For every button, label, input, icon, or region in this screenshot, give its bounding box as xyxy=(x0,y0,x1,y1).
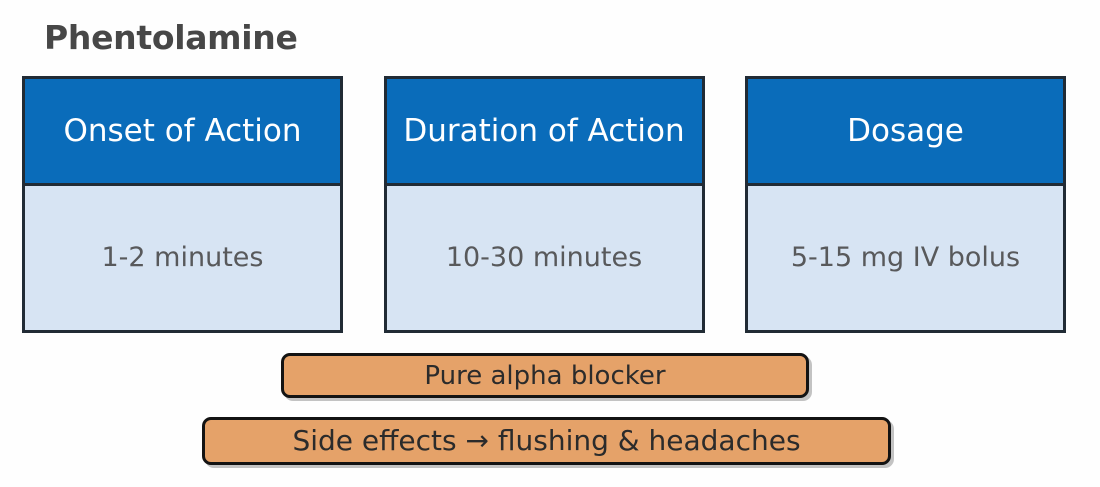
card-body-label: 10-30 minutes xyxy=(445,242,643,273)
card-row: Onset of Action 1-2 minutes Duration of … xyxy=(22,76,1066,333)
card-body-duration-of-action: 10-30 minutes xyxy=(386,186,702,330)
pill-side-effects: Side effects → flushing & headaches xyxy=(202,417,891,465)
card-header-dosage: Dosage xyxy=(748,79,1063,186)
card-header-label: Onset of Action xyxy=(63,113,302,149)
card-dosage: Dosage 5-15 mg IV bolus xyxy=(745,76,1066,333)
pill-label: Pure alpha blocker xyxy=(424,360,666,391)
card-body-onset-of-action: 1-2 minutes xyxy=(25,186,340,330)
card-header-onset-of-action: Onset of Action xyxy=(25,79,340,186)
card-header-label: Duration of Action xyxy=(403,113,685,149)
pill-pure-alpha-blocker: Pure alpha blocker xyxy=(281,353,809,398)
card-duration-of-action: Duration of Action 10-30 minutes xyxy=(383,76,705,333)
pill-label: Side effects → flushing & headaches xyxy=(292,424,801,457)
card-body-label: 5-15 mg IV bolus xyxy=(790,242,1021,273)
card-onset-of-action: Onset of Action 1-2 minutes xyxy=(22,76,343,333)
card-body-label: 1-2 minutes xyxy=(101,242,264,273)
card-header-duration-of-action: Duration of Action xyxy=(386,79,702,186)
page-title: Phentolamine xyxy=(44,18,298,57)
card-header-label: Dosage xyxy=(847,113,964,149)
card-body-dosage: 5-15 mg IV bolus xyxy=(748,186,1063,330)
